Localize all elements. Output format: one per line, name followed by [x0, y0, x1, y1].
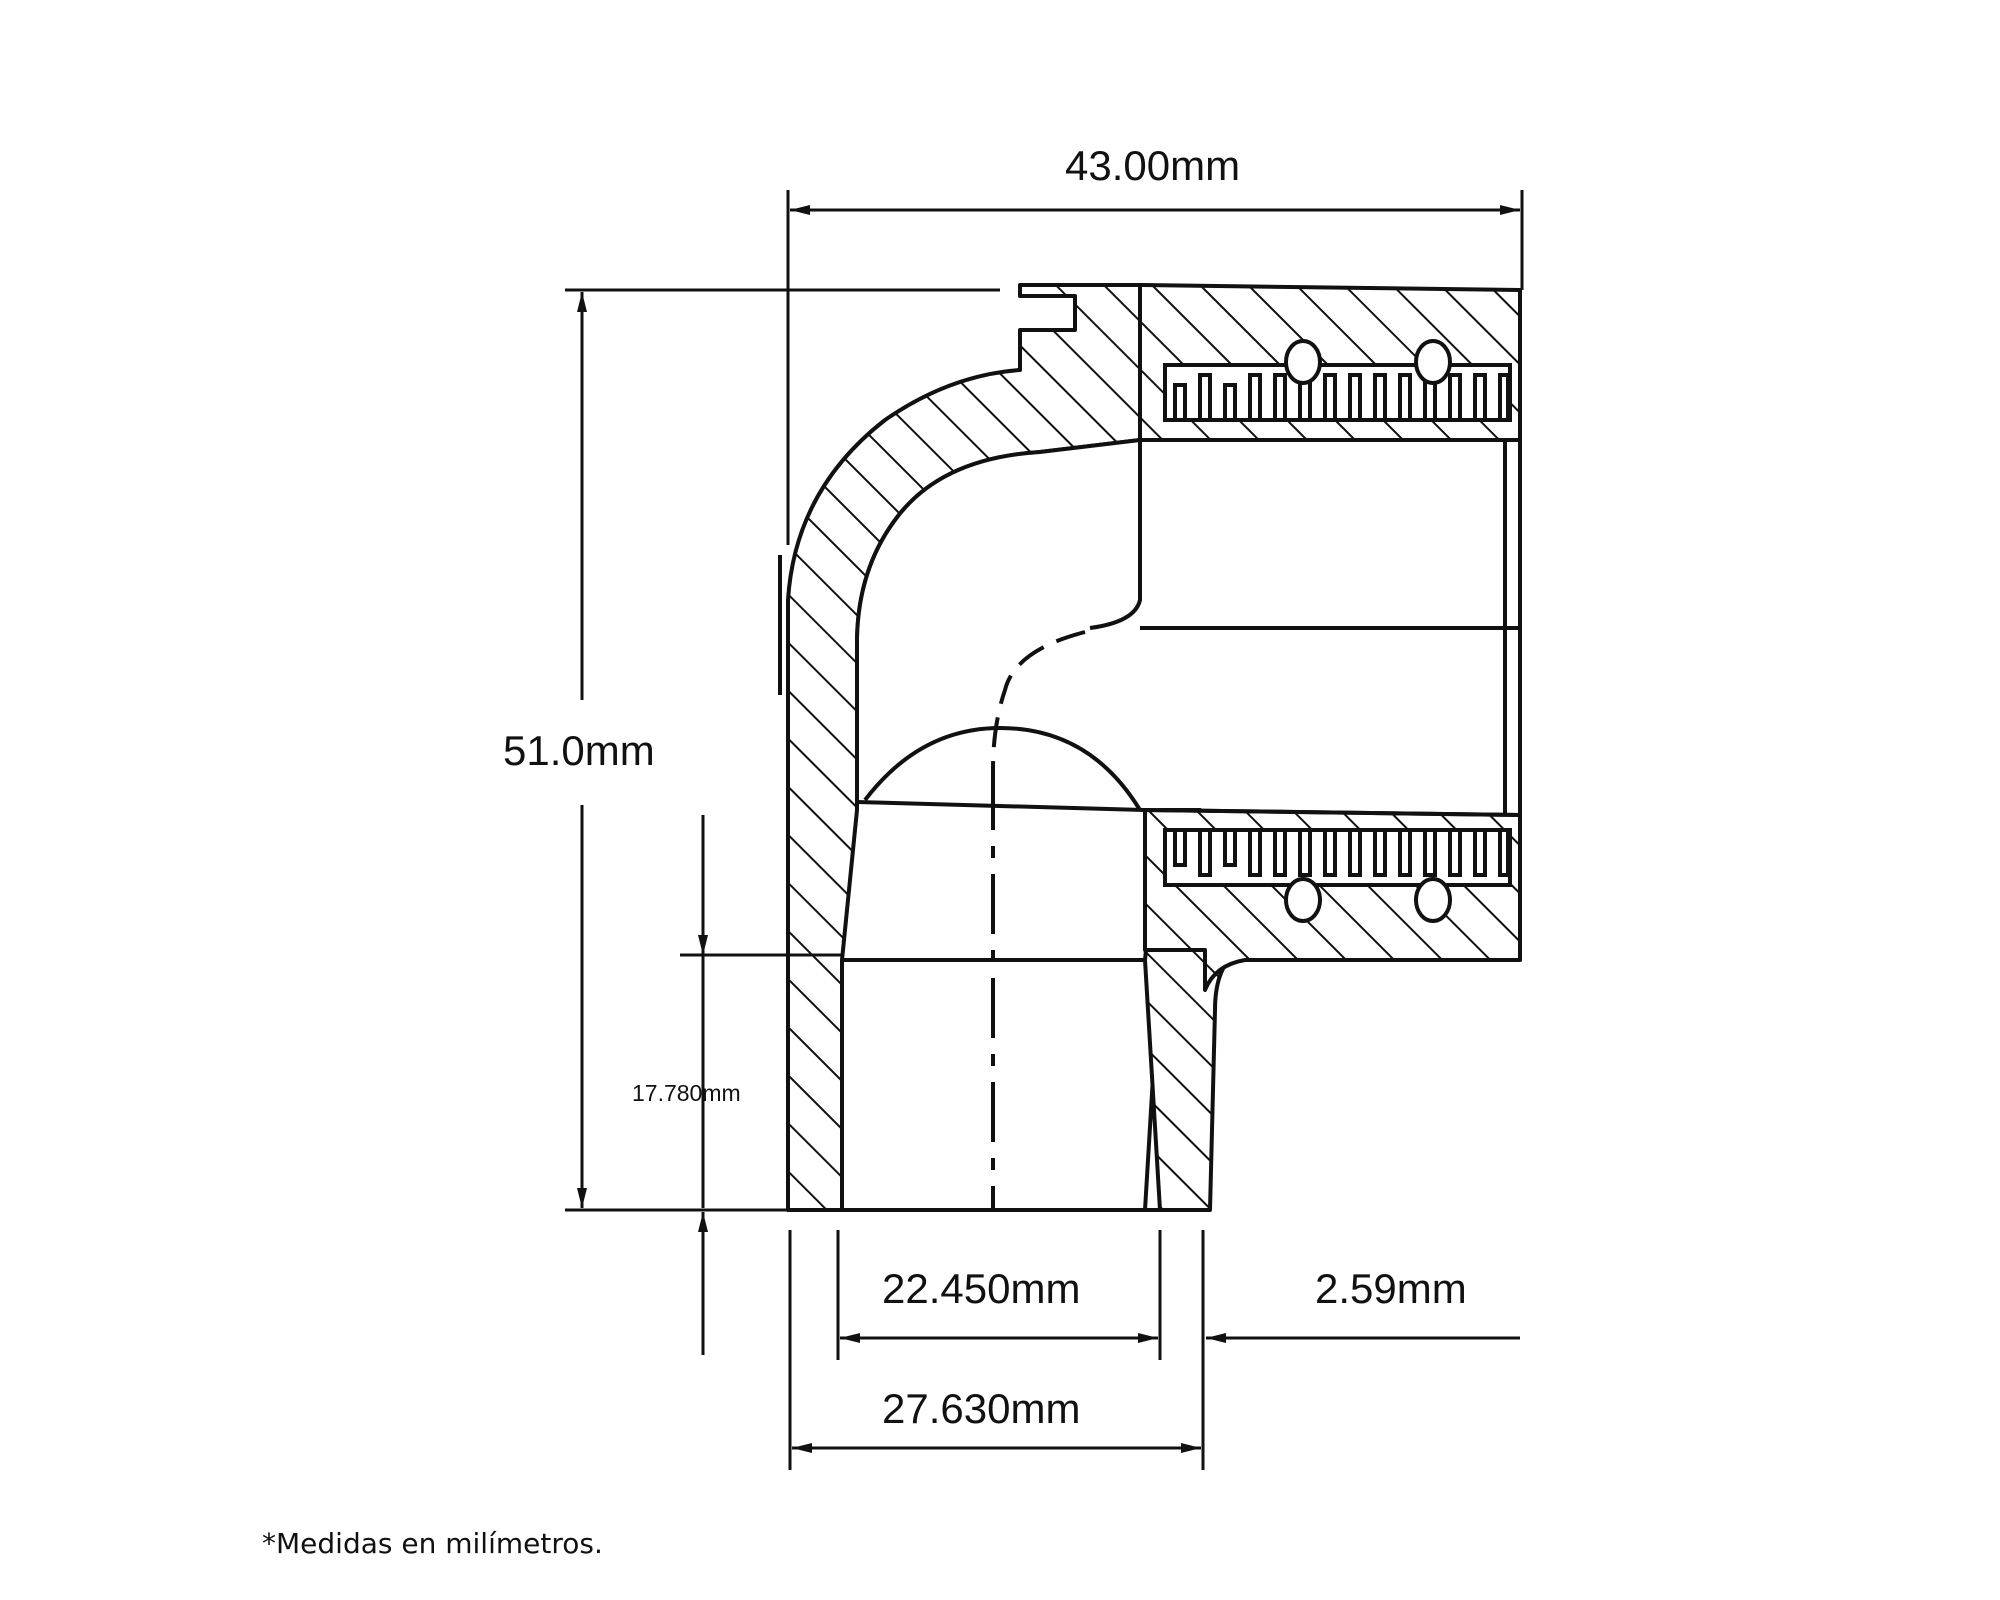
dashed-bend-curve	[991, 630, 1086, 771]
o-ring-upper-right	[1414, 339, 1452, 385]
footnote: *Medidas en milímetros.	[262, 1527, 603, 1560]
dome-base	[856, 800, 1146, 812]
label-outer-diameter: 27.630mm	[882, 1385, 1081, 1432]
socket-cavity	[840, 958, 1162, 1212]
label-inner-diameter: 22.450mm	[882, 1265, 1081, 1312]
inner-bend-shoulder	[1089, 440, 1142, 630]
grip-ring-lower	[1163, 828, 1512, 923]
outlet-bore-bottom	[1144, 808, 1521, 817]
label-overall-height: 51.0mm	[503, 727, 655, 774]
inner-bend-line	[855, 438, 1141, 810]
o-ring-lower-left	[1284, 877, 1322, 923]
label-socket-depth: 17.780mm	[632, 1080, 741, 1106]
inner-bend	[857, 440, 1140, 810]
o-ring-upper-left	[1284, 339, 1322, 385]
label-overall-width: 43.00mm	[1065, 142, 1241, 189]
o-ring-lower-right	[1414, 877, 1452, 923]
label-wall-thickness: 2.59mm	[1315, 1265, 1467, 1312]
grip-ring-upper	[1163, 339, 1512, 422]
dome-arc	[863, 726, 1142, 812]
dimension-lines	[565, 190, 1524, 1470]
fitting-body	[778, 283, 1522, 1212]
